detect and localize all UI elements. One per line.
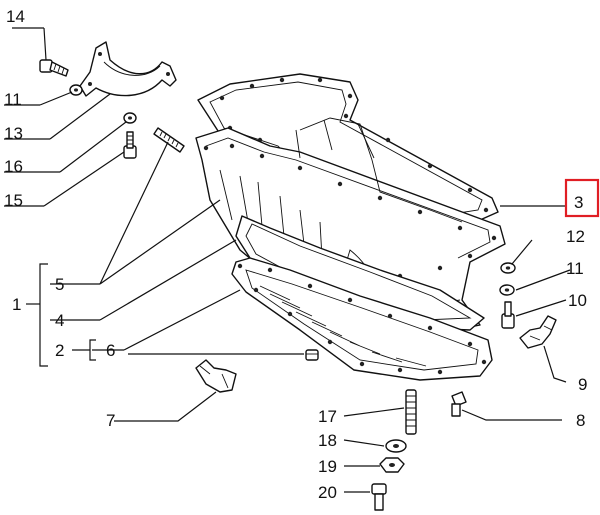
callout-14[interactable]: 14 bbox=[6, 7, 25, 26]
callout-19[interactable]: 19 bbox=[318, 457, 337, 476]
callout-20[interactable]: 20 bbox=[318, 483, 337, 502]
callout-10[interactable]: 10 bbox=[568, 291, 587, 310]
nut-12 bbox=[500, 262, 516, 274]
callout-17[interactable]: 17 bbox=[318, 407, 337, 426]
callout-6[interactable]: 6 bbox=[106, 341, 115, 360]
bracket bbox=[79, 41, 177, 97]
bolt-20 bbox=[371, 483, 387, 511]
callout-2[interactable]: 2 bbox=[55, 341, 64, 360]
callout-labels: 14 11 13 16 15 5 1 4 2 6 7 3 12 11 10 9 … bbox=[4, 7, 587, 502]
callout-7[interactable]: 7 bbox=[106, 411, 115, 430]
elbow-fitting-9 bbox=[519, 315, 557, 349]
bolt-8 bbox=[451, 391, 467, 417]
callout-3[interactable]: 3 bbox=[574, 193, 583, 212]
callout-11-top[interactable]: 11 bbox=[4, 90, 22, 109]
callout-9[interactable]: 9 bbox=[578, 375, 587, 394]
callout-18[interactable]: 18 bbox=[318, 431, 337, 450]
leader-lines bbox=[4, 27, 571, 493]
nut-16 bbox=[123, 112, 137, 124]
callout-4[interactable]: 4 bbox=[55, 311, 64, 330]
washer-18 bbox=[385, 439, 407, 453]
bolt-14 bbox=[39, 59, 69, 77]
callout-12[interactable]: 12 bbox=[566, 227, 585, 246]
oil-pan-lower-tray bbox=[231, 257, 493, 381]
callout-8[interactable]: 8 bbox=[576, 411, 585, 430]
callout-13[interactable]: 13 bbox=[4, 124, 23, 143]
callout-11-right[interactable]: 11 bbox=[566, 259, 584, 278]
stud bbox=[153, 127, 185, 153]
bolt-15 bbox=[123, 131, 137, 159]
washer-11-top bbox=[69, 84, 83, 96]
nut-19 bbox=[379, 457, 405, 473]
highlight-box bbox=[564, 178, 600, 218]
callout-1[interactable]: 1 bbox=[12, 295, 21, 314]
callout-15[interactable]: 15 bbox=[4, 191, 23, 210]
callout-5[interactable]: 5 bbox=[55, 275, 64, 294]
washer-11-right bbox=[499, 284, 515, 296]
callout-16[interactable]: 16 bbox=[4, 157, 23, 176]
elbow-fitting-7 bbox=[195, 359, 237, 393]
drain-plug bbox=[305, 349, 319, 361]
stud-17 bbox=[405, 389, 417, 435]
bolt-10 bbox=[501, 301, 515, 329]
